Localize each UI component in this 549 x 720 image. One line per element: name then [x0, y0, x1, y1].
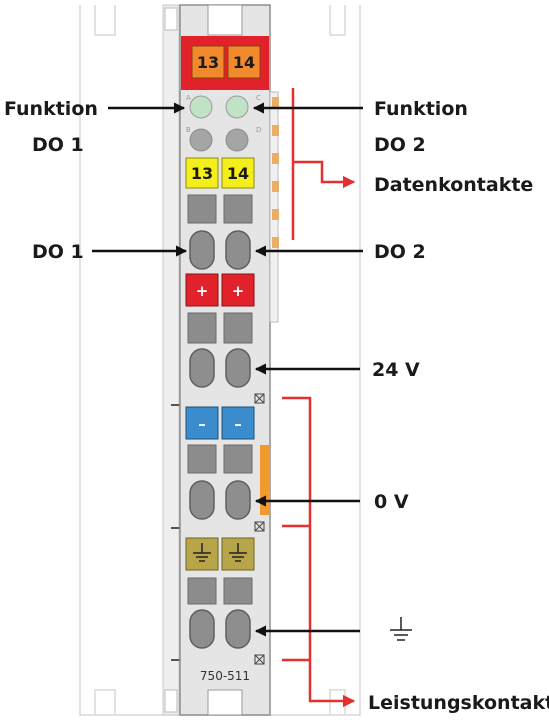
label-do2: DO 2 [374, 241, 426, 263]
release-buttons [187, 194, 253, 605]
label-function-do2-line2: DO 2 [374, 134, 426, 156]
clamp-24v[interactable] [189, 348, 215, 388]
ground-icon [390, 617, 412, 641]
do-terminal-labels: 13 14 [185, 157, 255, 189]
release-button[interactable] [223, 312, 253, 344]
led-letter: D [256, 126, 261, 134]
label-power-contacts: Leistungskontakte [368, 692, 549, 714]
right-edge-contacts [260, 91, 279, 515]
release-button[interactable] [187, 312, 217, 344]
data-contact-pin [272, 125, 279, 136]
power-contacts-bracket [282, 396, 356, 708]
ground-markers [185, 537, 255, 571]
led-letter: C [256, 94, 261, 102]
clamp-ground[interactable] [189, 609, 215, 649]
minus-sign: – [198, 415, 206, 433]
minus-sign: – [234, 415, 242, 433]
led-do2 [225, 95, 249, 119]
ground-icon [229, 543, 247, 562]
data-contacts-bracket [291, 88, 356, 240]
led-unused [189, 128, 213, 152]
data-contact-pin [272, 209, 279, 220]
led-unused [225, 128, 249, 152]
release-button[interactable] [187, 444, 217, 474]
data-contact-pin [272, 181, 279, 192]
clamp-0v[interactable] [225, 480, 251, 520]
power-jumper-contact [260, 445, 270, 515]
label-function-do1-line1: Funktion [4, 98, 98, 120]
minus-markers: – – [185, 406, 255, 440]
data-contact-pin [272, 153, 279, 164]
clamp-0v[interactable] [189, 480, 215, 520]
pointer-arrows [92, 102, 363, 637]
label-function-do1-line2: DO 1 [32, 134, 84, 156]
label-24v: 24 V [372, 359, 420, 381]
part-number: 750-511 [200, 669, 250, 683]
ground-icon [193, 543, 211, 562]
led-letter: B [186, 126, 191, 134]
module-header: 13 14 [181, 36, 269, 90]
terminal-13-label: 13 [191, 164, 213, 183]
clamp-openings [189, 230, 251, 649]
release-button[interactable] [223, 444, 253, 474]
plus-sign: + [232, 282, 245, 300]
left-rail [162, 4, 182, 716]
terminal-14-label: 14 [227, 164, 249, 183]
jumper-marks [254, 393, 265, 665]
led-letter: A [186, 94, 191, 102]
led-do1 [189, 95, 213, 119]
release-button[interactable] [187, 194, 217, 224]
header-terminal-14: 14 [233, 53, 255, 72]
release-button[interactable] [223, 194, 253, 224]
label-do1: DO 1 [32, 241, 84, 263]
clamp-ground[interactable] [225, 609, 251, 649]
release-button[interactable] [223, 577, 253, 605]
label-function-do2-line1: Funktion [374, 98, 468, 120]
status-leds: A C B D [186, 94, 261, 152]
data-contact-pin [272, 237, 279, 248]
clamp-do1[interactable] [189, 230, 215, 270]
release-button[interactable] [187, 577, 217, 605]
data-contact-pin [272, 97, 279, 108]
plus-sign: + [196, 282, 209, 300]
header-terminal-13: 13 [197, 53, 219, 72]
label-data-contacts: Datenkontakte [374, 174, 533, 196]
clamp-24v[interactable] [225, 348, 251, 388]
plus-markers: + + [185, 273, 255, 307]
clamp-do2[interactable] [225, 230, 251, 270]
label-0v: 0 V [374, 491, 409, 513]
